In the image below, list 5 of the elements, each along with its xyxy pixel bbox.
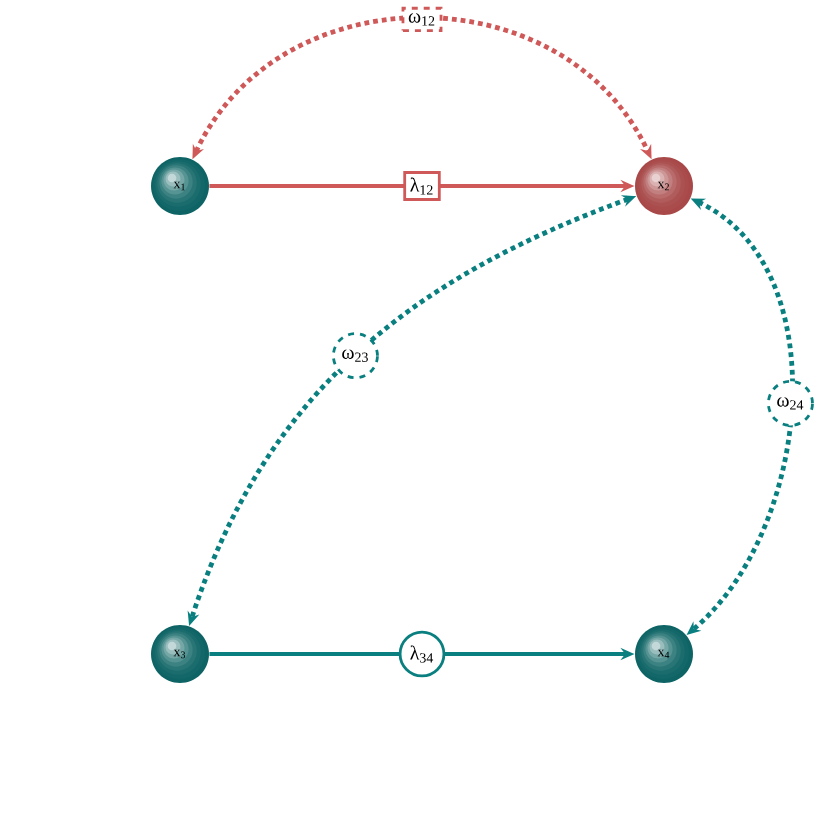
edge-label: λ$_{12}$	[403, 171, 441, 201]
edge-label: ω$_{12}$	[401, 6, 443, 32]
edge-label: λ$_{34}$	[398, 630, 446, 678]
edge-label: ω$_{23}$	[332, 332, 379, 380]
edge-label: ω$_{24}$	[767, 379, 814, 427]
